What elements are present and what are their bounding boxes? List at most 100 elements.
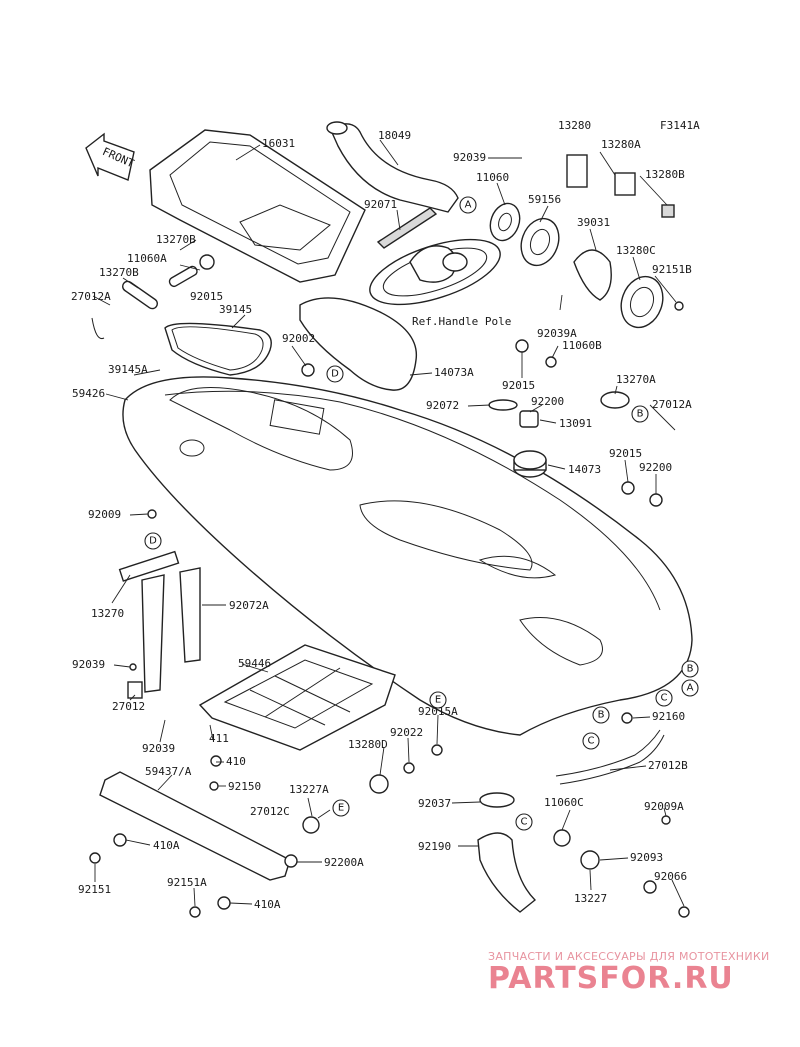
front-arrow: FRONT — [85, 132, 136, 181]
part-label: 92022 — [390, 726, 423, 739]
strap-assembly — [118, 550, 201, 693]
part-label: 92200 — [639, 461, 672, 474]
part-label: 92072A — [229, 599, 269, 612]
intake-hose — [326, 121, 459, 213]
clamp-92072 — [488, 399, 518, 411]
part-label: 92015 — [502, 379, 535, 392]
watermark-logo: PARTSFOR.RU — [488, 961, 734, 996]
part-label: 16031 — [262, 137, 295, 150]
part-labels: F3141A Ref.Handle Pole 16031 18049 92039… — [71, 119, 700, 911]
seat-14073a — [299, 297, 418, 391]
callout-d-top: D — [326, 365, 344, 383]
callout-c-lower: C — [515, 813, 533, 831]
bolt-92039-left — [129, 663, 137, 671]
nut-92015-right — [515, 339, 529, 353]
gasket-39145 — [164, 322, 272, 376]
part-label: 27012A — [652, 398, 692, 411]
part-label: 92151B — [652, 263, 692, 276]
svg-text:B: B — [598, 710, 605, 721]
bolt-92009 — [147, 509, 157, 519]
part-label: 14073A — [434, 366, 474, 379]
part-label: 13227A — [289, 783, 329, 796]
part-label: 92151 — [78, 883, 111, 896]
bracket-27012 — [127, 681, 143, 699]
part-label: 13270B — [156, 233, 196, 246]
clamp-13280a — [614, 172, 636, 196]
fitting-11060c — [553, 829, 571, 847]
part-label: 92002 — [282, 332, 315, 345]
part-label: 410A — [254, 898, 281, 911]
svg-text:C: C — [521, 817, 528, 828]
callout-b-mid: B — [592, 706, 610, 724]
nut-92151b — [674, 301, 684, 311]
part-label: 11060B — [562, 339, 602, 352]
svg-text:A: A — [465, 200, 472, 211]
leader-lines — [92, 139, 685, 907]
vent-59156 — [520, 217, 560, 267]
part-label: 411 — [209, 732, 229, 745]
part-label: 92160 — [652, 710, 685, 723]
svg-text:D: D — [331, 369, 339, 380]
storage-bin — [149, 129, 366, 283]
part-label: 27012B — [648, 759, 688, 772]
callout-c-right: C — [655, 689, 673, 707]
part-label: 92190 — [418, 840, 451, 853]
part-label: 18049 — [378, 129, 411, 142]
part-label: 59426 — [72, 387, 105, 400]
bolt-92009a — [661, 815, 671, 825]
callout-a-right: A — [681, 679, 699, 697]
handle-pole-base — [369, 238, 501, 306]
grille — [376, 207, 438, 249]
hose-27012b — [555, 729, 661, 777]
sponson-59437 — [99, 771, 291, 881]
nut-92015-c — [621, 481, 635, 495]
callouts: A D D B C B A B C E E C — [144, 196, 699, 831]
part-label: 92200A — [324, 856, 364, 869]
part-label: 13280 — [558, 119, 591, 132]
callout-b-upper: B — [631, 405, 649, 423]
diagram-code: F3141A — [660, 119, 700, 132]
watermark: ЗАПЧАСТИ И АКСЕССУАРЫ ДЛЯ МОТОТЕХНИКИ PA… — [488, 950, 788, 996]
part-label: 92071 — [364, 198, 397, 211]
part-label: 92037 — [418, 797, 451, 810]
part-label: 13227 — [574, 892, 607, 905]
part-label: 92072 — [426, 399, 459, 412]
cover-39031 — [573, 249, 612, 301]
washer-410a-upper — [113, 833, 127, 847]
part-label: 27012 — [112, 700, 145, 713]
callout-d-left: D — [144, 532, 162, 550]
part-label: 92066 — [654, 870, 687, 883]
svg-text:B: B — [637, 409, 644, 420]
nut-92015-left — [199, 254, 215, 270]
part-label: 92039 — [72, 658, 105, 671]
part-label: 13280C — [616, 244, 656, 257]
part-label: 92039 — [142, 742, 175, 755]
hull-59426 — [122, 376, 693, 736]
gasket-11060 — [489, 202, 521, 242]
clamp-13280 — [566, 154, 588, 188]
hatch-14073 — [513, 450, 547, 478]
part-label: 92150 — [228, 780, 261, 793]
cover-13280c — [620, 275, 664, 329]
washer-92200a — [284, 854, 298, 868]
part-label: 13270 — [91, 607, 124, 620]
svg-text:C: C — [661, 693, 668, 704]
bolt-92151 — [89, 852, 101, 864]
part-label: 14073 — [568, 463, 601, 476]
washer-92160 — [621, 712, 633, 724]
part-label: 92009A — [644, 800, 684, 813]
bracket-13091 — [519, 410, 539, 428]
part-label: 13280D — [348, 738, 388, 751]
washer-92093 — [643, 880, 657, 894]
part-label: 11060 — [476, 171, 509, 184]
part-label: 92039A — [537, 327, 577, 340]
washer-410 — [210, 755, 222, 767]
plate-13270b — [122, 265, 198, 310]
washer-410a-lower — [217, 896, 231, 910]
part-label: 92015 — [190, 290, 223, 303]
fitting-13227a — [369, 774, 389, 794]
part-label: 11060C — [544, 796, 584, 809]
bolt-92150 — [209, 781, 219, 791]
part-label: 13280A — [601, 138, 641, 151]
clamp-92037 — [479, 792, 515, 808]
